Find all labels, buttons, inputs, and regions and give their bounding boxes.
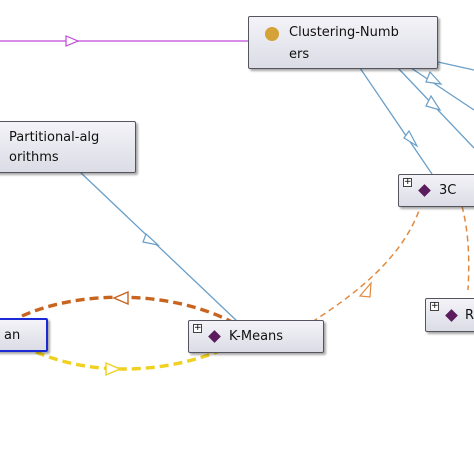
node-3c[interactable]: + 3C — [398, 174, 474, 207]
edge-3c-down-dashed — [461, 205, 470, 291]
node-partitional-algorithms[interactable]: Partitional-alg orithms — [0, 121, 136, 173]
node-clustering-numbers-label-line2: ers — [289, 47, 310, 62]
node-right-partial[interactable]: + R — [425, 298, 474, 332]
edge-k-means-to-3c-dashed — [311, 207, 421, 323]
edge-left-node-to-k-means-arrowhead — [105, 361, 122, 377]
node-partitional-label-line2: orithms — [9, 150, 59, 165]
edge-clustering-numbers-fan-2 — [407, 65, 474, 111]
node-3c-label: 3C — [439, 183, 457, 198]
node-left-label: an — [4, 328, 21, 343]
node-k-means-label: K-Means — [229, 329, 284, 344]
node-partitional-label-line1: Partitional-alg — [9, 130, 100, 145]
class-icon — [265, 27, 279, 41]
node-left-selected[interactable]: an — [0, 318, 48, 352]
node-right-label: R — [465, 308, 474, 323]
edge-partitional-to-k-means — [79, 171, 239, 323]
edge-left-node-to-k-means-dashed — [35, 348, 223, 371]
expand-icon[interactable]: + — [193, 323, 202, 333]
edge-k-means-to-left-node-arrowhead — [112, 290, 129, 306]
edge-fan-3-arrowhead — [425, 94, 442, 112]
edge-clustering-numbers-to-3c — [359, 67, 433, 175]
edge-to-k-means-arrowhead — [142, 232, 160, 247]
node-clustering-numbers[interactable]: Clustering-Numb ers — [248, 16, 438, 69]
individual-icon — [208, 330, 221, 343]
expand-icon[interactable]: + — [403, 177, 412, 187]
node-k-means[interactable]: + K-Means — [188, 320, 324, 353]
edge-fan-2-arrowhead — [425, 70, 443, 85]
edge-purple-arrowhead — [65, 35, 80, 47]
individual-icon — [418, 184, 431, 197]
expand-icon[interactable]: + — [430, 301, 439, 311]
individual-icon — [445, 309, 458, 322]
edge-k-means-to-3c-arrowhead — [358, 281, 372, 298]
node-clustering-numbers-label-line1: Clustering-Numb — [289, 25, 399, 40]
edge-to-3c-arrowhead — [403, 129, 419, 148]
